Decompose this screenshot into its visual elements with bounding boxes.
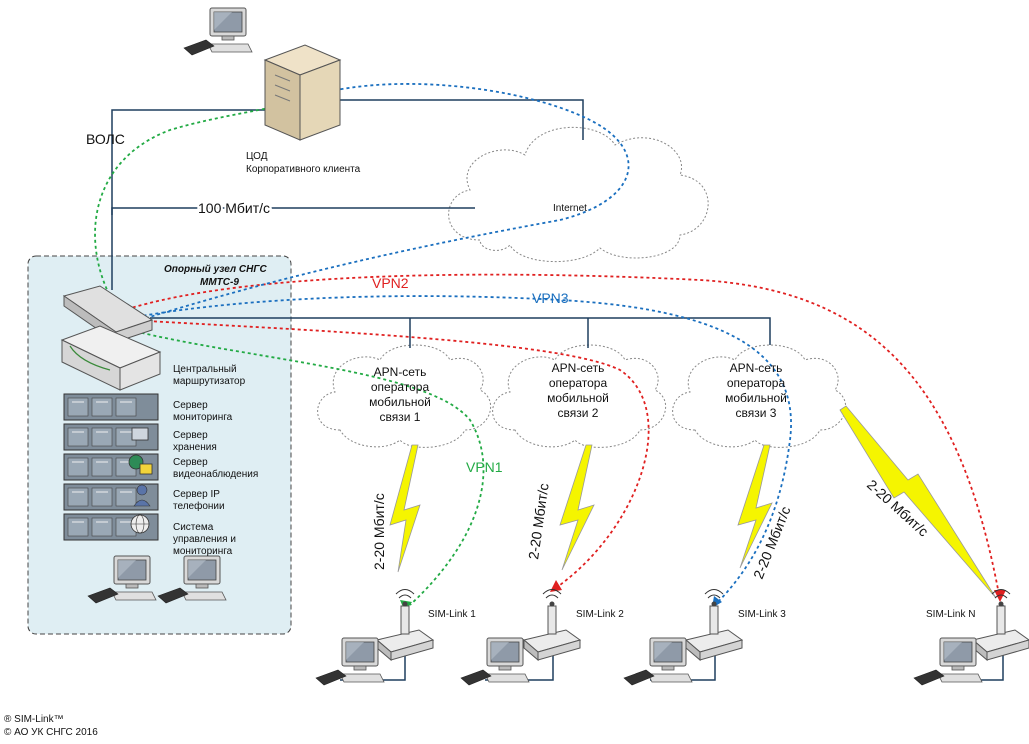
- apn-1-label-2: оператора: [371, 380, 430, 394]
- central-router-icon: [60, 285, 162, 391]
- apn-2-label-1: APN-сеть: [552, 361, 605, 375]
- fiber-label: ВОЛС: [86, 131, 125, 147]
- apn-3-label-1: APN-сеть: [730, 361, 783, 375]
- apn-2-label-3: мобильной: [547, 391, 609, 405]
- datacenter-label-2: Корпоративного клиента: [246, 164, 361, 175]
- ip-label-2: телефонии: [173, 500, 225, 512]
- hub-title-1: Опорный узел СНГС: [164, 264, 267, 275]
- mgmt-label-2: управления и: [173, 534, 236, 545]
- footer-copyright: © АО УК СНГС 2016: [4, 727, 98, 738]
- apn-cloud-2: [492, 344, 667, 448]
- lightning-1: [389, 444, 421, 573]
- vpn3-path-b: [139, 83, 630, 321]
- lightning-bolts: [389, 405, 997, 599]
- video-label-2: видеонаблюдения: [173, 468, 258, 480]
- site-n-pc-icon: [913, 637, 983, 686]
- vpn1-label: VPN1: [466, 459, 503, 475]
- internet-cloud: [448, 126, 709, 263]
- apn-2-label-4: связи 2: [558, 406, 599, 420]
- ip-label-1: Сервер IP: [173, 489, 220, 500]
- site-2-pc-icon: [460, 637, 530, 686]
- sim-link-3-label: SIM-Link 3: [738, 609, 786, 620]
- vpn3-label: VPN3: [532, 290, 569, 306]
- lightning-2: [559, 444, 595, 571]
- sim-link-1-router-icon: [376, 589, 434, 661]
- sim-link-n-label: SIM-Link N: [926, 609, 975, 620]
- datacenter-server-icon: [263, 44, 342, 141]
- sim-link-2-label: SIM-Link 2: [576, 609, 624, 620]
- site-3-pc-icon: [623, 637, 693, 686]
- site-1-pc-icon: [315, 637, 385, 686]
- apn-3-label-2: оператора: [727, 376, 786, 390]
- vpn1-path: [94, 99, 301, 301]
- lightning-3: [737, 444, 773, 569]
- sim-link-n-router-icon: [972, 589, 1029, 661]
- datacenter-label-1: ЦОД: [246, 151, 268, 162]
- monitoring-label-1: Сервер: [173, 400, 208, 411]
- lightning-n: [839, 405, 997, 599]
- apn-1-label-3: мобильной: [369, 395, 431, 409]
- apn-1-label-1: APN-сеть: [374, 365, 427, 379]
- storage-label-2: хранения: [173, 442, 217, 453]
- router-label-2: маршрутизатор: [173, 376, 246, 387]
- footer-trademark: ® SIM-Link™: [4, 714, 64, 725]
- video-label-1: Сервер: [173, 457, 208, 468]
- speed-mobile-label-1: 2-20 Мбит/с: [371, 493, 387, 570]
- datacenter-pc-icon: [183, 7, 253, 56]
- internet-label: Internet: [553, 203, 587, 214]
- vpn1-path-b: [129, 329, 485, 606]
- storage-label-1: Сервер: [173, 430, 208, 441]
- apn-2-label-2: оператора: [549, 376, 608, 390]
- vpn2-path: [109, 273, 1001, 601]
- speed-main-label: 100 Мбит/с: [198, 200, 270, 216]
- mgmt-label-1: Система: [173, 522, 214, 533]
- vpn2-label: VPN2: [372, 275, 409, 291]
- mgmt-label-3: мониторинга: [173, 546, 233, 557]
- sim-link-2-router-icon: [523, 589, 581, 661]
- apn-3-label-3: мобильной: [725, 391, 787, 405]
- vpn2-arrowhead-n: [994, 590, 1006, 602]
- apn-cloud-1: [317, 344, 492, 448]
- router-label-1: Центральный: [173, 364, 237, 375]
- apn-cloud-3: [672, 344, 847, 448]
- vpn-paths: [94, 83, 1001, 606]
- apn-3-label-4: связи 3: [736, 406, 777, 420]
- hub-title-2: ММТС-9: [200, 277, 239, 288]
- monitoring-label-2: мониторинга: [173, 412, 233, 423]
- server-overlay-icons: [128, 427, 153, 534]
- sim-link-1-label: SIM-Link 1: [428, 609, 476, 620]
- apn-1-label-4: связи 1: [380, 410, 421, 424]
- vpn2-arrowhead: [550, 580, 562, 592]
- speed-mobile-label-2: 2-20 Мбит/с: [525, 482, 552, 560]
